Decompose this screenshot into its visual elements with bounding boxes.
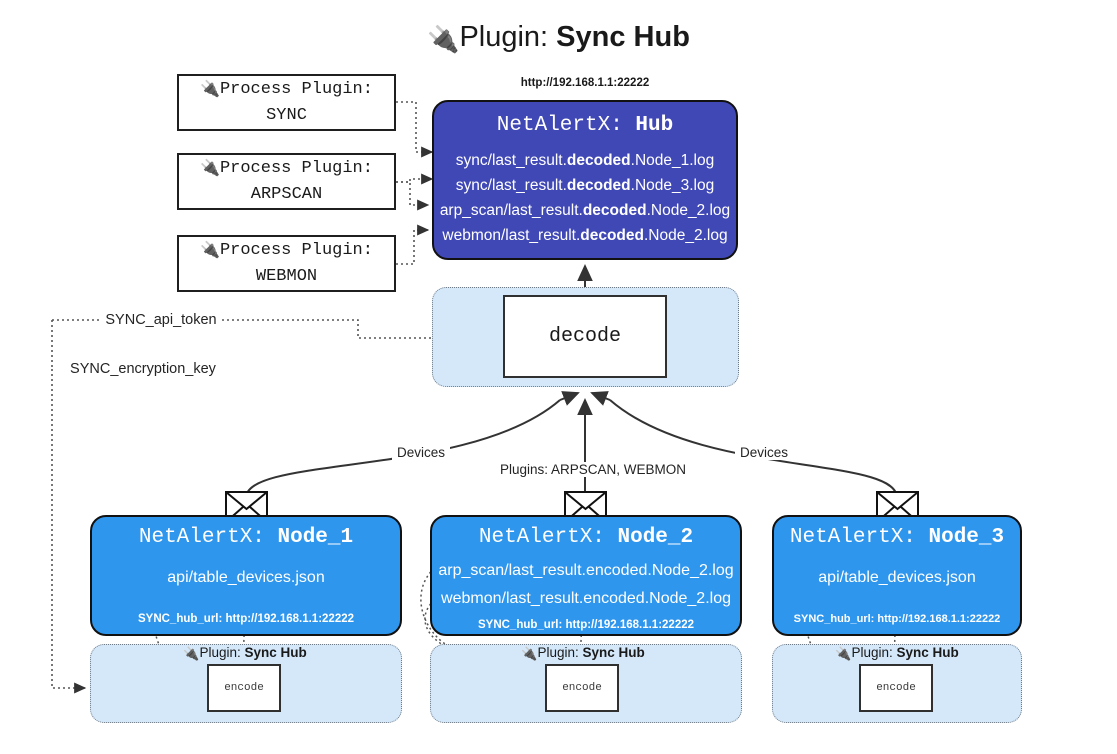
plugin-tag-prefix: Plugin: <box>537 645 583 660</box>
node-title: NetAlertX: Node_3 <box>774 526 1020 549</box>
hub-log-row: sync/last_result.decoded.Node_1.log <box>434 148 736 173</box>
plugin-tag-name: Sync Hub <box>896 645 959 660</box>
hub-title: NetAlertX: Hub <box>434 114 736 137</box>
node-lines: api/table_devices.json <box>92 564 400 592</box>
plugin-tag-name: Sync Hub <box>244 645 307 660</box>
node-title-name: Node_2 <box>617 526 694 549</box>
log-post: .Node_1.log <box>630 152 715 169</box>
hub-title-prefix: NetAlertX: <box>496 114 636 137</box>
process-plugin-sync[interactable]: 🔌Process Plugin: SYNC <box>177 74 396 131</box>
edge-label-devices-right: Devices <box>735 445 793 460</box>
encode-box-node-3[interactable]: encode <box>859 664 933 712</box>
log-pre: sync/last_result. <box>455 177 567 194</box>
process-plugin-label: Process Plugin: <box>219 79 373 99</box>
decode-label: decode <box>548 325 621 348</box>
page-title-prefix: Plugin: <box>459 21 557 53</box>
electric-plug-icon: 🔌 <box>521 646 538 661</box>
encode-plugin-tag-2: 🔌Plugin: Sync Hub <box>488 645 678 662</box>
electric-plug-icon: 🔌 <box>835 646 852 661</box>
process-plugin-name: SYNC <box>266 105 307 125</box>
node-2[interactable]: NetAlertX: Node_2 arp_scan/last_result.e… <box>430 515 742 636</box>
node-title: NetAlertX: Node_2 <box>432 526 740 549</box>
log-pre: arp_scan/last_result. <box>439 202 583 219</box>
electric-plug-icon: 🔌 <box>183 646 200 661</box>
encode-label: encode <box>224 682 264 694</box>
decode-box[interactable]: decode <box>503 295 667 378</box>
page-title: 🔌Plugin: Sync Hub <box>0 16 1117 60</box>
node-lines: api/table_devices.json <box>774 564 1020 592</box>
log-mid: decoded <box>582 202 647 219</box>
node-title-name: Node_3 <box>928 526 1005 549</box>
hub-log-row: arp_scan/last_result.decoded.Node_2.log <box>434 198 736 223</box>
encode-plugin-tag-1: 🔌Plugin: Sync Hub <box>150 645 340 662</box>
log-pre: webmon/last_result. <box>442 227 581 244</box>
electric-plug-icon: 🔌 <box>427 24 460 54</box>
log-mid: decoded <box>566 177 631 194</box>
hub-log-list: sync/last_result.decoded.Node_1.log sync… <box>434 148 736 248</box>
sync-api-token-label: SYNC_api_token <box>100 312 222 328</box>
electric-plug-icon: 🔌 <box>200 80 220 98</box>
page-title-name: Sync Hub <box>556 21 690 53</box>
node-title-prefix: NetAlertX: <box>478 526 618 549</box>
node-line: arp_scan/last_result.encoded.Node_2.log <box>438 562 734 579</box>
node-line: api/table_devices.json <box>167 569 325 586</box>
sync-encryption-key-label: SYNC_encryption_key <box>62 361 224 377</box>
process-plugin-arpscan[interactable]: 🔌Process Plugin: ARPSCAN <box>177 153 396 210</box>
log-post: .Node_3.log <box>630 177 715 194</box>
plugin-tag-name: Sync Hub <box>582 645 645 660</box>
electric-plug-icon: 🔌 <box>200 159 220 177</box>
process-plugin-webmon[interactable]: 🔌Process Plugin: WEBMON <box>177 235 396 292</box>
plugin-tag-prefix: Plugin: <box>851 645 897 660</box>
hub-url-label: http://192.168.1.1:22222 <box>520 77 650 89</box>
node-hub-url: SYNC_hub_url: http://192.168.1.1:22222 <box>477 619 695 631</box>
process-plugin-name: WEBMON <box>255 266 318 286</box>
edge-label-plugins-center: Plugins: ARPSCAN, WEBMON <box>500 462 687 477</box>
process-plugin-name: ARPSCAN <box>250 184 323 204</box>
encode-box-node-1[interactable]: encode <box>207 664 281 712</box>
node-title-name: Node_1 <box>277 526 354 549</box>
process-plugin-label: Process Plugin: <box>219 240 373 260</box>
log-mid: decoded <box>580 227 644 244</box>
node-line: webmon/last_result.encoded.Node_2.log <box>441 590 731 607</box>
node-hub-url: SYNC_hub_url: http://192.168.1.1:22222 <box>137 613 355 625</box>
node-hub-url: SYNC_hub_url: http://192.168.1.1:22222 <box>793 613 1001 625</box>
plugin-tag-prefix: Plugin: <box>199 645 245 660</box>
node-line: api/table_devices.json <box>818 569 976 586</box>
log-post: .Node_2.log <box>646 202 731 219</box>
edge-label-devices-left: Devices <box>392 445 450 460</box>
hub-log-row: webmon/last_result.decoded.Node_2.log <box>434 223 736 248</box>
encode-box-node-2[interactable]: encode <box>545 664 619 712</box>
log-mid: decoded <box>566 152 631 169</box>
electric-plug-icon: 🔌 <box>200 241 220 259</box>
hub-title-name: Hub <box>635 114 674 137</box>
hub-log-row: sync/last_result.decoded.Node_3.log <box>434 173 736 198</box>
process-plugin-label: Process Plugin: <box>219 158 373 178</box>
node-title: NetAlertX: Node_1 <box>92 526 400 549</box>
log-pre: sync/last_result. <box>455 152 567 169</box>
hub-node[interactable]: NetAlertX: Hub sync/last_result.decoded.… <box>432 100 738 260</box>
log-post: .Node_2.log <box>643 227 728 244</box>
encode-plugin-tag-3: 🔌Plugin: Sync Hub <box>802 645 992 662</box>
node-title-prefix: NetAlertX: <box>789 526 929 549</box>
encode-label: encode <box>562 682 602 694</box>
node-lines: arp_scan/last_result.encoded.Node_2.log … <box>432 557 740 613</box>
node-1[interactable]: NetAlertX: Node_1 api/table_devices.json… <box>90 515 402 636</box>
encode-label: encode <box>876 682 916 694</box>
node-title-prefix: NetAlertX: <box>138 526 278 549</box>
node-3[interactable]: NetAlertX: Node_3 api/table_devices.json… <box>772 515 1022 636</box>
